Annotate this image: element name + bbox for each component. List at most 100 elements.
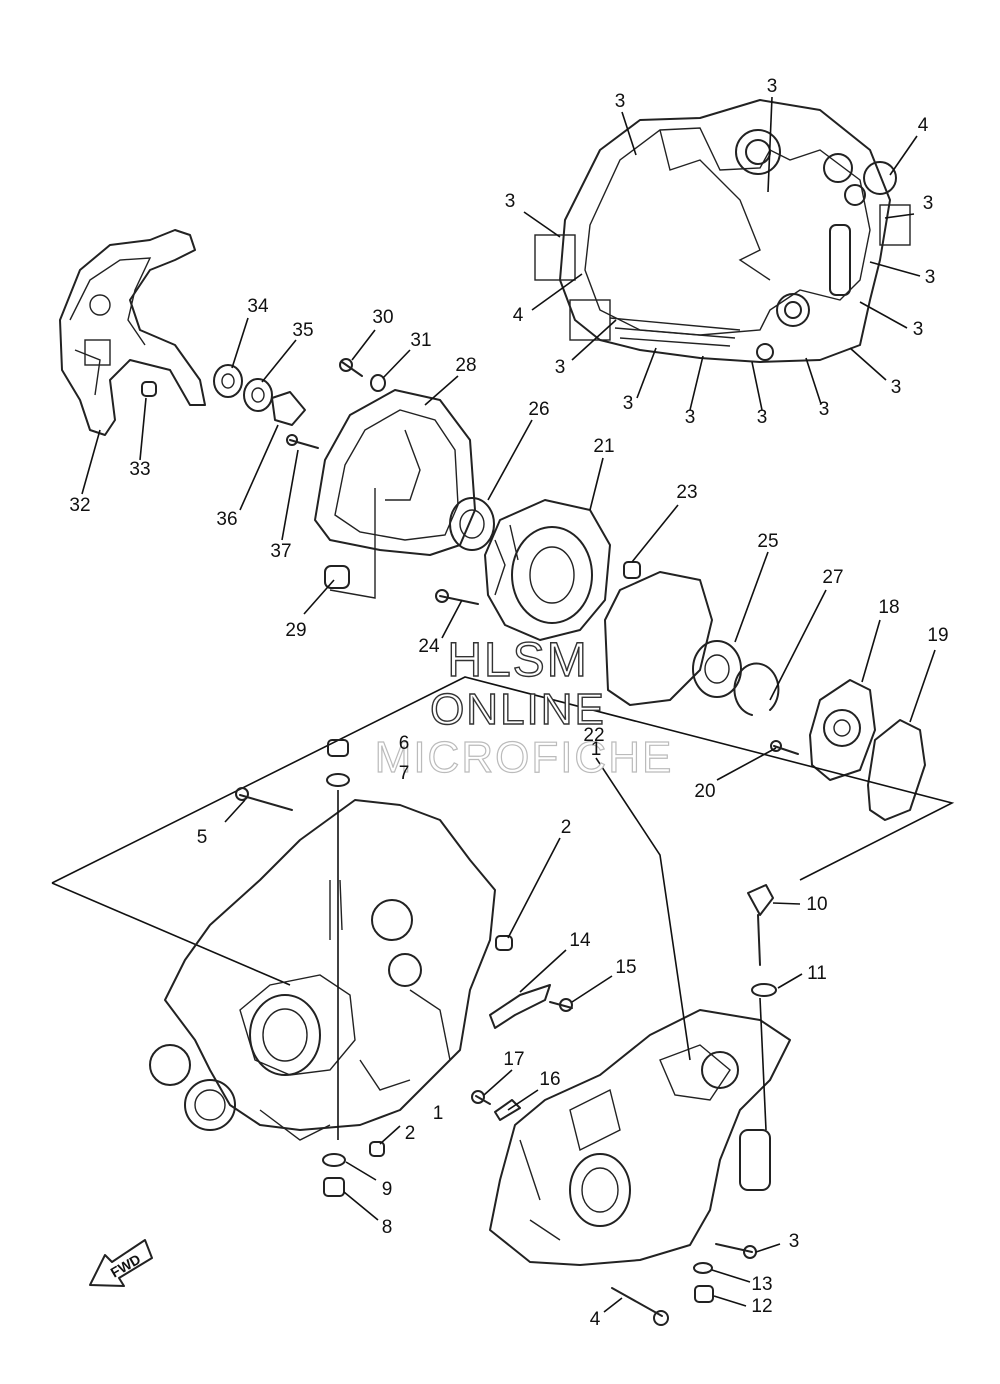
callout-9: 9 xyxy=(382,1179,393,1200)
callout-13: 13 xyxy=(751,1274,772,1295)
callout-17: 17 xyxy=(503,1049,524,1070)
assembly-outline xyxy=(51,676,955,986)
callout-30: 30 xyxy=(372,307,393,328)
callout-31: 31 xyxy=(410,330,431,351)
callout-4: 4 xyxy=(590,1309,601,1330)
gasket-22 xyxy=(604,571,713,706)
callout-26: 26 xyxy=(528,399,549,420)
callout-37: 37 xyxy=(270,541,291,562)
dowel-2b xyxy=(369,1141,385,1157)
callout-3: 3 xyxy=(913,319,924,340)
leader-lines xyxy=(81,96,936,1313)
oil-seal-35 xyxy=(243,378,273,412)
callout-18: 18 xyxy=(878,597,899,618)
bolt-24 xyxy=(435,589,479,605)
watermark-line-3: MICROFICHE xyxy=(375,733,674,782)
bolt-17 xyxy=(471,1090,491,1105)
fwd-label: FWD xyxy=(108,1251,144,1281)
callout-1: 1 xyxy=(433,1103,444,1124)
callout-4: 4 xyxy=(918,115,929,136)
callout-19: 19 xyxy=(927,625,948,646)
plate-36 xyxy=(271,391,306,426)
watermark: HLSM ONLINE MICROFICHE xyxy=(374,633,674,782)
washer-13 xyxy=(693,1262,713,1274)
fwd-arrow: FWD xyxy=(89,1239,153,1287)
callout-3: 3 xyxy=(925,267,936,288)
screw-20 xyxy=(770,740,799,755)
callout-3: 3 xyxy=(923,193,934,214)
washer-7 xyxy=(326,773,350,787)
o-ring-11 xyxy=(751,983,777,997)
shroud-28 xyxy=(314,389,476,599)
plug-6 xyxy=(327,739,349,757)
callout-12: 12 xyxy=(751,1296,772,1317)
callout-15: 15 xyxy=(615,957,636,978)
callout-7: 7 xyxy=(399,763,410,784)
callout-11: 11 xyxy=(807,963,827,984)
callout-10: 10 xyxy=(806,894,827,915)
callouts: 3 3 4 3 3 3 4 3 3 3 3 3 3 3 34 35 30 31 … xyxy=(69,76,948,1330)
washer-31 xyxy=(370,374,386,392)
callout-3: 3 xyxy=(891,377,902,398)
callout-3: 3 xyxy=(819,399,830,420)
gasket-19 xyxy=(867,719,926,821)
bolt-3-lower xyxy=(715,1243,757,1259)
callout-14: 14 xyxy=(569,930,591,951)
clip-16 xyxy=(494,1099,521,1121)
callout-5: 5 xyxy=(197,827,208,848)
bolt-30 xyxy=(339,358,363,377)
callout-3: 3 xyxy=(505,191,516,212)
callout-16: 16 xyxy=(539,1069,560,1090)
bolt-4-lower xyxy=(611,1287,669,1326)
callout-32: 32 xyxy=(69,495,90,516)
bolt-15 xyxy=(549,998,573,1012)
dowel-2a xyxy=(495,935,513,951)
left-crankcase xyxy=(149,799,496,1141)
callout-3: 3 xyxy=(623,393,634,414)
callout-2: 2 xyxy=(405,1123,416,1144)
circlip-27 xyxy=(733,662,780,716)
callout-29: 29 xyxy=(285,620,306,641)
callout-1: 1 xyxy=(591,739,602,760)
bearing-25 xyxy=(692,640,742,698)
watermark-line-2: ONLINE xyxy=(430,685,606,734)
plate-14 xyxy=(489,984,551,1029)
callout-3: 3 xyxy=(767,76,778,97)
callout-20: 20 xyxy=(694,781,715,802)
callout-27: 27 xyxy=(822,567,843,588)
callout-25: 25 xyxy=(757,531,778,552)
screw-37 xyxy=(286,434,319,449)
callout-3: 3 xyxy=(685,407,696,428)
bearing-34 xyxy=(213,364,243,398)
watermark-line-1: HLSM xyxy=(447,634,588,687)
oil-seal-26 xyxy=(449,497,495,551)
right-crankcase xyxy=(489,1009,791,1266)
callout-24: 24 xyxy=(418,636,440,657)
right-crankcase-cover xyxy=(534,99,911,363)
callout-36: 36 xyxy=(216,509,237,530)
callout-35: 35 xyxy=(292,320,313,341)
callout-23: 23 xyxy=(676,482,697,503)
grommet-29 xyxy=(324,565,350,589)
callout-22: 22 xyxy=(583,725,604,746)
callout-4: 4 xyxy=(513,305,524,326)
left-side-cover xyxy=(59,229,206,436)
callout-3: 3 xyxy=(789,1231,800,1252)
bearing-cover-18 xyxy=(809,679,876,781)
washer-9 xyxy=(322,1153,346,1167)
bolt-5 xyxy=(235,787,293,811)
callout-6: 6 xyxy=(399,733,410,754)
callout-21: 21 xyxy=(593,436,614,457)
callout-3: 3 xyxy=(615,91,626,112)
callout-3: 3 xyxy=(555,357,566,378)
dowel-33 xyxy=(141,381,157,397)
callout-2: 2 xyxy=(561,817,572,838)
plug-8 xyxy=(323,1177,345,1197)
callout-3: 3 xyxy=(757,407,768,428)
dowel-23 xyxy=(623,561,641,579)
callout-34: 34 xyxy=(247,296,269,317)
plug-12 xyxy=(694,1285,714,1303)
dipstick-10 xyxy=(747,884,774,966)
callout-33: 33 xyxy=(129,459,150,480)
